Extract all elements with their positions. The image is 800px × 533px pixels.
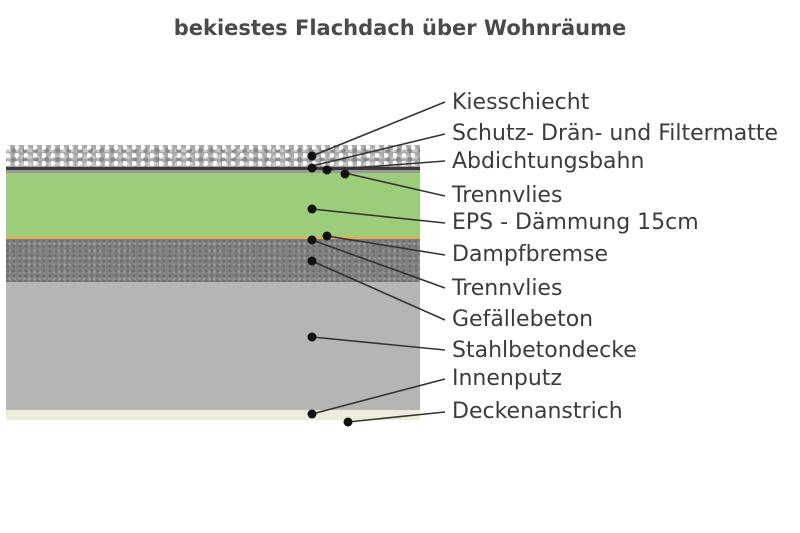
label-deckenanstrich: Deckenanstrich (452, 399, 623, 424)
label-stahlbetondecke: Stahlbetondecke (452, 338, 637, 363)
label-gefaellebeton: Gefällebeton (452, 307, 594, 332)
leader-line-2 (311, 133, 446, 167)
drainage-mat-layer (6, 167, 420, 170)
label-dampfbremse: Dampfbremse (452, 242, 609, 267)
leader-line-1 (311, 101, 446, 157)
concrete-slab-layer (6, 282, 420, 410)
leader-line-8 (311, 260, 446, 321)
marker-dot-8 (307, 256, 317, 266)
marker-dot-10 (307, 409, 317, 419)
diagram-title: bekiestes Flachdach über Wohnräume (173, 16, 627, 40)
label-kiesschiecht: Kiesschiecht (452, 90, 590, 115)
marker-dot-9 (307, 332, 317, 342)
leader-line-5 (311, 208, 446, 224)
label-abdichtungsbahn: Abdichtungsbahn (452, 149, 645, 174)
marker-dot-6 (322, 231, 332, 241)
plaster-layer (6, 410, 420, 420)
leader-line-7 (311, 239, 446, 289)
leader-line-4 (344, 172, 446, 197)
marker-dot-7 (307, 235, 317, 245)
marker-dot-11 (343, 417, 353, 427)
leader-line-10 (311, 378, 446, 415)
leader-line-9 (311, 336, 446, 351)
leader-line-3 (326, 160, 446, 171)
marker-dot-5 (307, 204, 317, 214)
label-schutzmatte: Schutz- Drän- und Filtermatte (452, 121, 779, 146)
label-trennvlies-top: Trennvlies (452, 183, 563, 208)
leader-line-6 (326, 235, 446, 256)
gravel-layer (6, 145, 420, 167)
label-trennvlies-bottom: Trennvlies (452, 276, 563, 301)
sloped-screed-layer (6, 239, 420, 282)
eps-insulation-layer (6, 173, 420, 236)
leader-line-11 (347, 411, 446, 423)
marker-dot-1 (307, 151, 317, 161)
vapor-barrier-layer (6, 236, 420, 239)
label-innenputz: Innenputz (452, 366, 562, 391)
marker-dot-3 (322, 165, 332, 175)
label-eps-daemmung: EPS - Dämmung 15cm (452, 210, 699, 235)
marker-dot-4 (340, 169, 350, 179)
waterproofing-layer (6, 170, 420, 173)
marker-dot-2 (307, 163, 317, 173)
